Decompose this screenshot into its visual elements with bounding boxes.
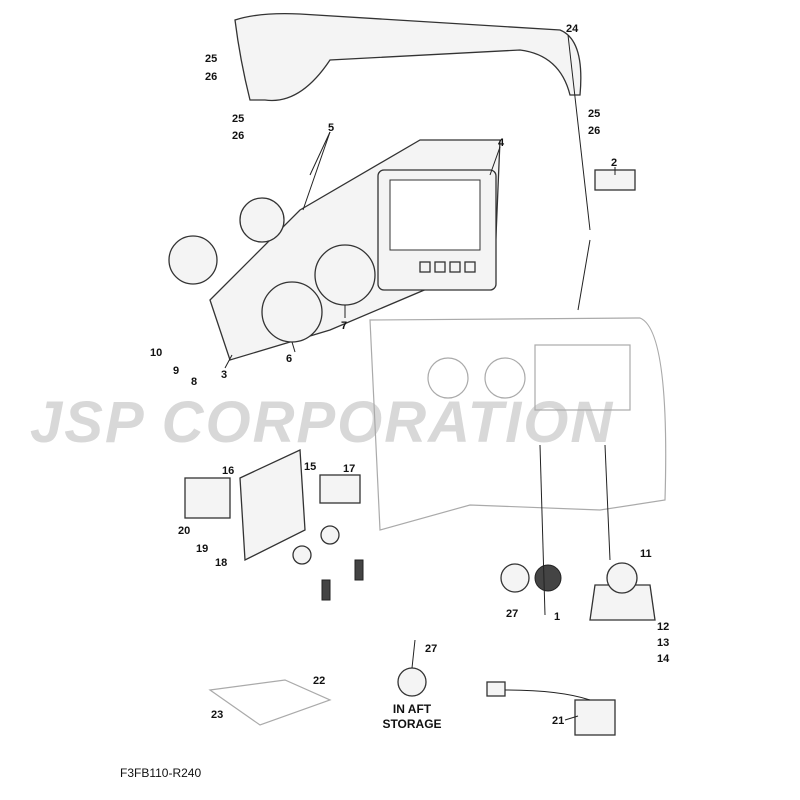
switches-16 [184, 477, 231, 519]
dash-visor [234, 12, 582, 102]
svg-text:26: 26 [205, 71, 217, 83]
svg-text:12: 12 [657, 621, 669, 633]
svg-text:19: 19 [196, 543, 208, 555]
svg-text:13: 13 [657, 637, 669, 649]
svg-text:14: 14 [657, 653, 670, 665]
svg-text:25: 25 [205, 53, 217, 65]
storage-note-line2: STORAGE [382, 717, 441, 731]
svg-text:10: 10 [150, 347, 162, 359]
watermark: JSP CORPORATION [30, 390, 614, 455]
svg-text:27: 27 [506, 608, 518, 620]
helm-console [369, 317, 667, 531]
gauge-bezel-b [168, 235, 218, 285]
svg-text:17: 17 [343, 463, 355, 475]
svg-text:27: 27 [425, 643, 437, 655]
display-buttons [419, 261, 476, 273]
display-screen [389, 179, 481, 251]
svg-text:24: 24 [566, 23, 579, 35]
svg-text:5: 5 [328, 122, 334, 134]
power-outlet-aft [397, 667, 427, 697]
switch-17 [319, 474, 361, 504]
svg-text:9: 9 [173, 365, 179, 377]
svg-text:7: 7 [341, 320, 347, 332]
svg-text:4: 4 [498, 137, 505, 149]
svg-text:11: 11 [640, 548, 652, 560]
audio-switch [534, 564, 562, 592]
svg-text:6: 6 [286, 353, 292, 365]
switch-panel [239, 449, 306, 562]
svg-text:21: 21 [552, 715, 564, 727]
usb-port [574, 699, 616, 736]
diagram-code: F3FB110-R240 [120, 766, 201, 780]
svg-text:2: 2 [611, 157, 617, 169]
svg-text:16: 16 [222, 465, 234, 477]
gauge-6 [261, 281, 323, 343]
leader-lines [224, 34, 616, 721]
svg-text:1: 1 [554, 611, 560, 623]
harness-kit [208, 679, 332, 726]
svg-text:15: 15 [304, 461, 316, 473]
svg-text:26: 26 [232, 130, 244, 142]
svg-text:8: 8 [191, 376, 197, 388]
svg-text:22: 22 [313, 675, 325, 687]
svg-text:18: 18 [215, 557, 227, 569]
power-outlet [500, 563, 530, 593]
svg-text:3: 3 [221, 369, 227, 381]
storage-note-line1: IN AFT [393, 702, 432, 716]
svg-text:25: 25 [232, 113, 244, 125]
svg-text:25: 25 [588, 108, 600, 120]
callout-labels: 24 25 26 25 26 25 26 5 4 2 7 6 3 10 9 8 … [150, 23, 670, 727]
svg-text:26: 26 [588, 125, 600, 137]
svg-text:20: 20 [178, 525, 190, 537]
gauge-7 [314, 244, 376, 306]
svg-text:23: 23 [211, 709, 223, 721]
gauge-bezel-a [239, 197, 285, 243]
